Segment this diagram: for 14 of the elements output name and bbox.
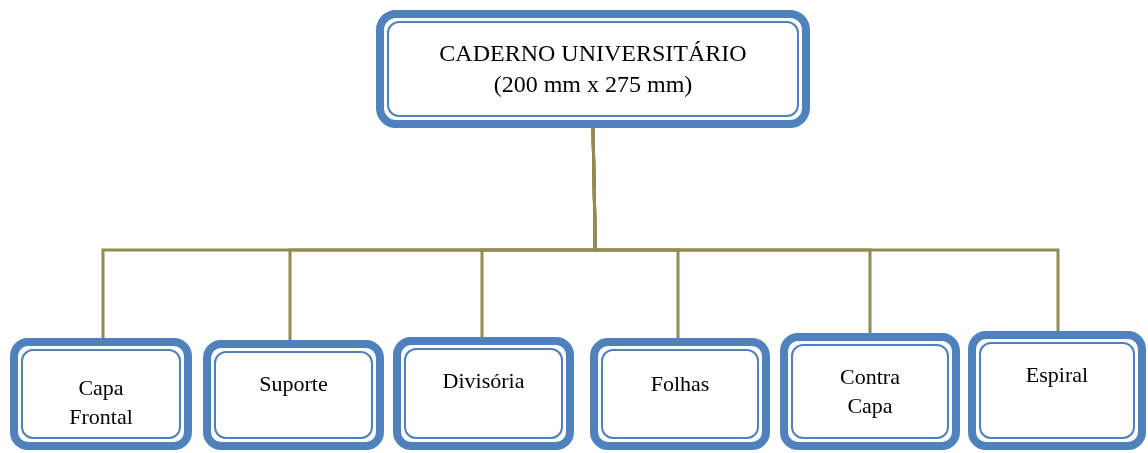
rounded-box: [10, 338, 192, 450]
box-label: Suporte: [259, 370, 328, 398]
rounded-box: [590, 338, 770, 450]
rounded-box: [780, 333, 960, 450]
rounded-box: [376, 10, 810, 128]
box-label: Capa Frontal: [68, 374, 134, 431]
rounded-box: [393, 337, 574, 450]
box-label: Divisória: [442, 367, 525, 395]
box-label: Contra Capa: [839, 363, 901, 420]
box-label: Folhas: [650, 370, 710, 398]
rounded-box: [203, 340, 384, 450]
box-label: Espiral: [1025, 361, 1089, 389]
rounded-box: [968, 331, 1146, 450]
box-label: CADERNO UNIVERSITÁRIO (200 mm x 275 mm): [438, 38, 748, 99]
